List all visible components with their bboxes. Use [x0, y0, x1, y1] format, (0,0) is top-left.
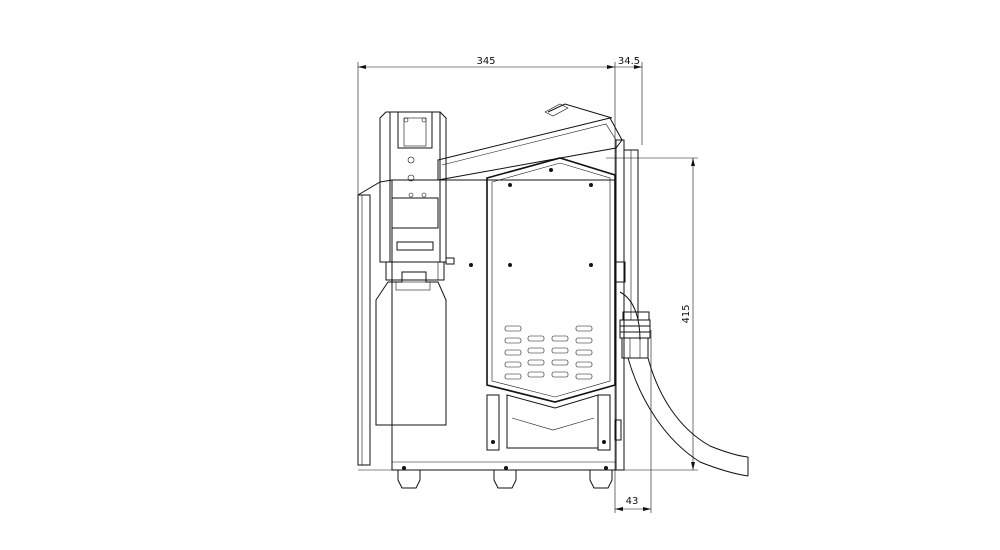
- side-panel: [402, 157, 616, 470]
- machine-cabinet: [357, 103, 639, 471]
- dim-top-offset: 34.5: [618, 56, 640, 67]
- umbilical-cable: [627, 357, 749, 477]
- dim-height: 415: [681, 304, 692, 323]
- feet: [397, 470, 613, 489]
- printhead-holder: [379, 111, 455, 265]
- cable-connector: [619, 291, 651, 359]
- dimension-lines: [357, 62, 698, 513]
- vent-grille: [504, 325, 593, 380]
- dim-bottom-offset: 43: [626, 496, 639, 507]
- ink-bottle: [375, 261, 447, 426]
- dim-overall-width: 345: [476, 56, 495, 67]
